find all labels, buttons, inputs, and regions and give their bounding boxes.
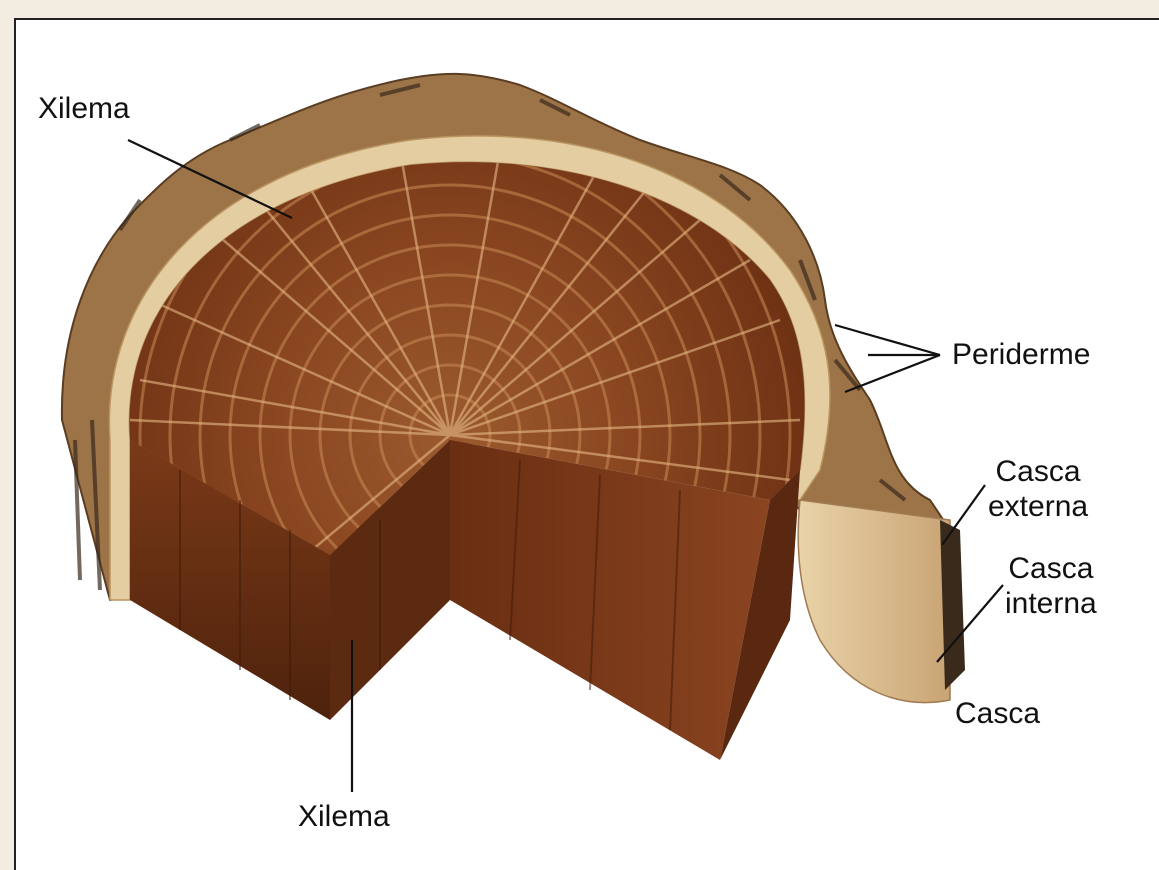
label-periderme: Periderme — [952, 338, 1090, 373]
label-xilema-top: Xilema — [38, 92, 130, 127]
label-casca-externa-line2: externa — [988, 490, 1088, 525]
label-casca-interna-line1: Casca — [1005, 552, 1097, 587]
label-casca-externa-line1: Casca — [988, 455, 1088, 490]
periderme-leader-3 — [845, 355, 940, 392]
label-casca-externa: Casca externa — [988, 455, 1088, 524]
casca-externa-leader — [942, 485, 985, 545]
label-casca: Casca — [955, 697, 1040, 732]
label-casca-interna: Casca interna — [1005, 552, 1097, 621]
periderme-leader-1 — [835, 325, 940, 355]
bark-peel — [798, 500, 950, 703]
label-xilema-bottom: Xilema — [298, 800, 390, 835]
label-casca-interna-line2: interna — [1005, 587, 1097, 622]
